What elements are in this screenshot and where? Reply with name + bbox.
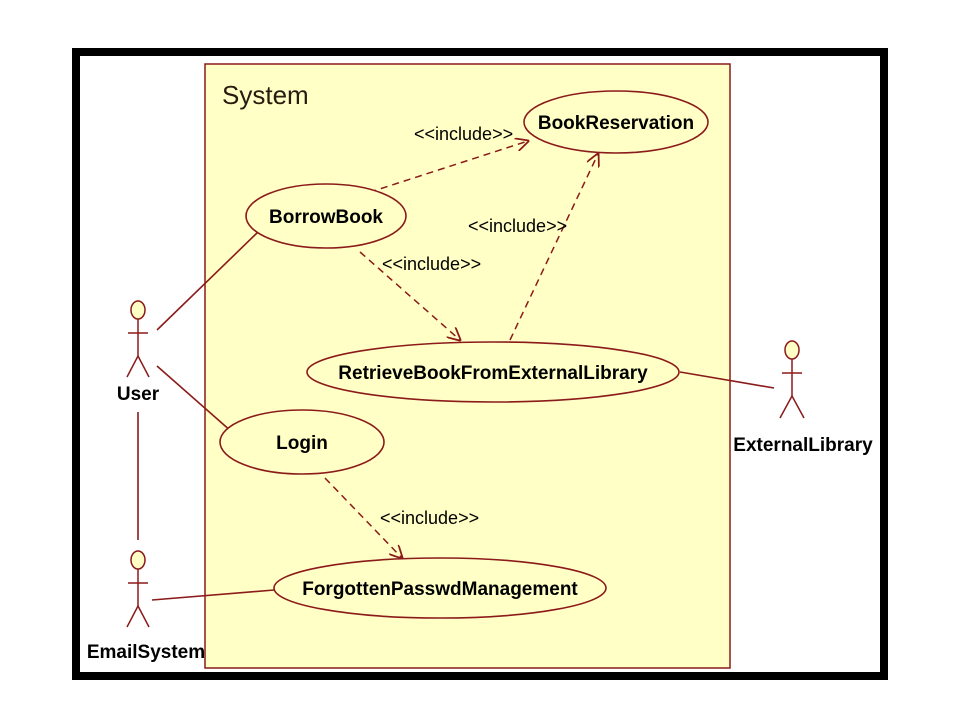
include-login-forgotten [324,477,402,558]
usecase-bookreservation[interactable]: BookReservation [523,90,709,154]
include-borrow-reservation [357,141,528,197]
actor-user[interactable]: User [117,300,160,405]
include-label: <<include>> [382,254,481,274]
include-label: <<include>> [468,216,567,236]
actor-label: User [117,384,160,405]
usecase-label: Login [276,433,328,454]
stick-figure-icon [126,550,150,628]
usecase-borrowbook[interactable]: BorrowBook [245,183,407,249]
assoc-user-login [156,365,233,433]
system-title: System [222,80,309,110]
usecase-ellipse [306,341,680,403]
actor-emailsystem[interactable]: EmailSystem [87,550,205,663]
usecase-login[interactable]: Login [219,409,385,475]
usecase-retrievebookfromexternallibrary[interactable]: RetrieveBookFromExternalLibrary [306,341,680,403]
include-borrow-retrieve [359,251,460,340]
stick-figure-icon [126,300,150,378]
actor-externallibrary[interactable]: ExternalLibrary [733,340,873,456]
assoc-emailsystem-forgotten [151,589,275,601]
usecase-label: BookReservation [538,113,694,134]
usecase-ellipse [245,183,407,249]
usecase-label: BorrowBook [269,207,383,228]
include-label: <<include>> [414,124,513,144]
usecase-ellipse [523,90,709,154]
assoc-user-borrowbook [156,231,259,331]
actor-label: EmailSystem [87,642,205,663]
usecase-label: ForgottenPasswdManagement [302,579,578,600]
include-retrieve-reservation [509,154,598,341]
usecase-label: RetrieveBookFromExternalLibrary [338,363,648,384]
usecase-ellipse [219,409,385,475]
assoc-retrieve-externallibrary [679,371,775,389]
usecase-ellipse [273,557,607,619]
actor-label: ExternalLibrary [733,435,873,456]
usecase-forgottenpasswdmanagement[interactable]: ForgottenPasswdManagement [273,557,607,619]
stick-figure-icon [779,340,805,419]
include-label: <<include>> [380,508,479,528]
